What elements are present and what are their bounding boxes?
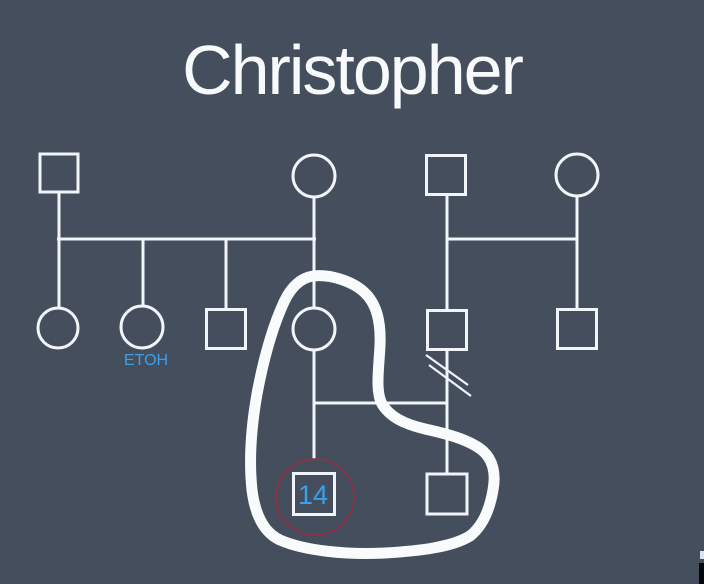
hand-drawn-loop-annotation: [245, 270, 500, 559]
separation-slash: [425, 354, 469, 386]
gen2-female-1: [36, 306, 80, 350]
gen2-female-2-etoh-label: ETOH: [124, 352, 168, 369]
highlight-circle-annotation: [275, 458, 355, 536]
gen2-female-2-etoh: [119, 304, 165, 350]
gen1-male-right: [425, 154, 467, 196]
gen2-male-2-father: [426, 309, 468, 351]
gen1-female-right: [554, 152, 600, 198]
gen1-female-mid: [291, 153, 337, 199]
gen3-identified-patient-label: 14: [298, 480, 328, 510]
separation-slash: [428, 364, 472, 397]
gen3-male-sibling: [425, 472, 469, 516]
gen2-male-3: [556, 308, 598, 350]
gen3-identified-patient: [292, 472, 336, 516]
gen1-male-left: [38, 152, 80, 194]
edge-artifact-dark: [699, 563, 704, 584]
gen2-female-3-mother: [291, 306, 337, 352]
page-title: Christopher: [182, 31, 524, 109]
edge-artifact-light: [700, 551, 704, 559]
gen2-male-1: [205, 308, 247, 350]
